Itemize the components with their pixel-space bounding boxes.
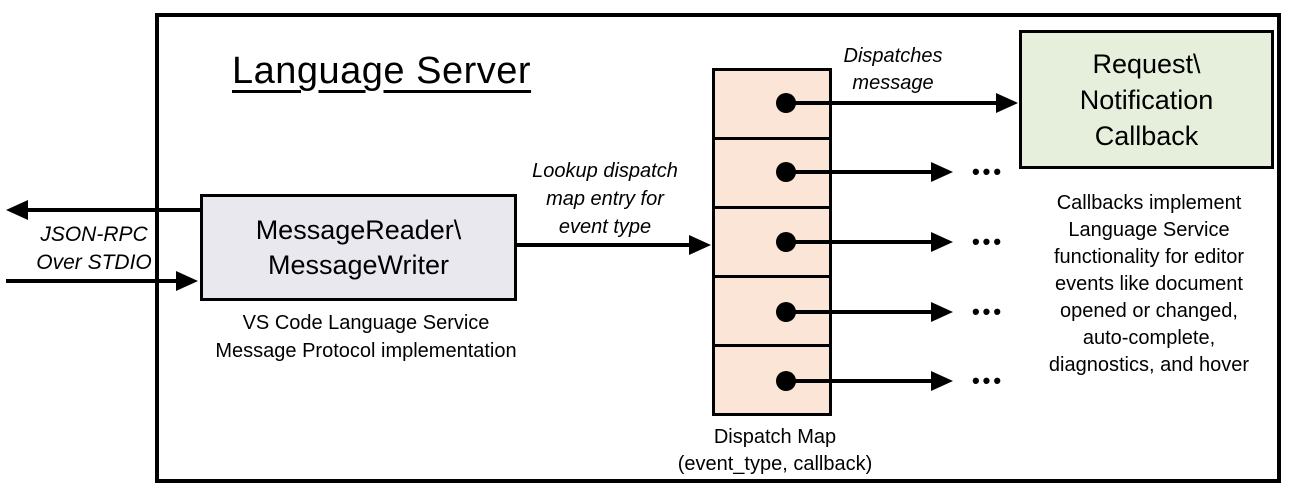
message-reader-writer-label: MessageReader\ MessageWriter (255, 214, 462, 280)
diagram-title: Language Server (232, 50, 532, 92)
ellipsis-row-4: ••• (971, 299, 1005, 324)
callbacks-description: Callbacks implement Language Service fun… (1048, 192, 1250, 376)
reader-box-caption: VS Code Language Service Message Protoco… (215, 312, 517, 362)
dispatch-cell (715, 209, 829, 278)
ellipsis-row-5: ••• (971, 368, 1005, 393)
dispatch-map-caption: Dispatch Map (event_type, callback) (677, 426, 873, 475)
dispatches-message-label: Dispatches message (843, 45, 943, 94)
request-notification-callback-box: Request\ Notification Callback (1019, 30, 1274, 169)
ellipsis-row-3: ••• (971, 229, 1005, 254)
dispatch-cell (715, 278, 829, 347)
callback-box-label: Request\ Notification Callback (1079, 48, 1214, 151)
dispatch-cell (715, 140, 829, 209)
lookup-dispatch-label: Lookup dispatch map entry for event type (532, 160, 678, 238)
dispatch-cell (715, 71, 829, 140)
json-rpc-stdio-label: JSON-RPC Over STDIO (36, 223, 152, 274)
dispatch-map-column (712, 68, 832, 416)
dispatch-cell (715, 347, 829, 413)
ellipsis-row-2: ••• (971, 159, 1005, 184)
message-reader-writer-box: MessageReader\ MessageWriter (200, 194, 517, 301)
